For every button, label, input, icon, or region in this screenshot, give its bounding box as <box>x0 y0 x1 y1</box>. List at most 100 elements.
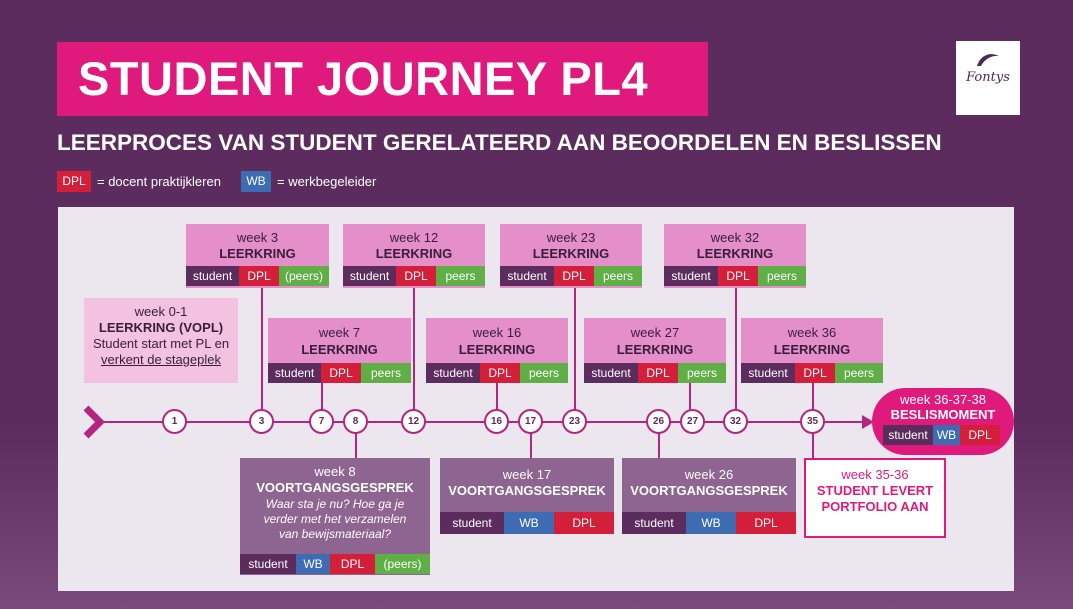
connector-week-3 <box>261 288 263 410</box>
beslismoment-title: BESLISMOMENT <box>890 407 996 422</box>
connector-week-27 <box>689 383 691 410</box>
role-peers: peers <box>678 363 726 383</box>
role-peers: (peers) <box>375 554 430 574</box>
leerkring-week: week 12 <box>389 230 439 245</box>
timeline-arrow-icon <box>862 415 874 429</box>
role-peers: peers <box>758 266 806 286</box>
role-student: student <box>664 266 718 286</box>
leerkring-week: week 16 <box>472 325 522 340</box>
leerkring-week: week 7 <box>318 325 361 340</box>
connector-week-23 <box>574 288 576 410</box>
portfolio-box <box>804 458 946 538</box>
leerkring-title: LEERKRING <box>301 342 378 357</box>
portfolio-week: week 35-36 <box>841 467 909 482</box>
timeline-marker: 3 <box>249 409 274 434</box>
voortgang-question-2: verder met het verzamelen <box>263 512 407 526</box>
timeline-marker: 23 <box>562 409 587 434</box>
role-dpl: DPL <box>736 512 796 534</box>
role-dpl: DPL <box>321 363 361 383</box>
connector-week-32 <box>735 288 737 410</box>
timeline-marker: 12 <box>401 409 426 434</box>
role-dpl: DPL <box>554 512 614 534</box>
role-dpl: DPL <box>330 554 375 574</box>
fontys-logo <box>956 41 1020 115</box>
voortgang-question-3: van bewijsmateriaal? <box>278 527 392 541</box>
role-dpl: DPL <box>480 363 520 383</box>
timeline-marker: 1 <box>162 409 187 434</box>
role-dpl: DPL <box>396 266 436 286</box>
voortgang-week: week 17 <box>502 467 552 482</box>
connector-week-17 <box>530 433 532 458</box>
timeline-marker: 17 <box>518 409 543 434</box>
timeline-marker: 7 <box>309 409 334 434</box>
leerkring-title: LEERKRING <box>458 342 536 357</box>
timeline-marker: 27 <box>680 409 705 434</box>
role-student: student <box>741 363 795 383</box>
leerkring-week: week 32 <box>710 230 760 245</box>
role-student: student <box>240 554 296 574</box>
role-student: student <box>584 363 638 383</box>
role-student: student <box>268 363 321 383</box>
connector-week-12 <box>413 288 415 410</box>
title-banner <box>57 42 708 116</box>
role-peers: (peers) <box>279 266 329 286</box>
logo-swirl-icon <box>977 54 999 66</box>
voortgang-title: VOORTGANGSGESPREK <box>448 483 606 498</box>
leerkring-week: week 3 <box>236 230 279 245</box>
timeline-marker: 16 <box>484 409 509 434</box>
role-peers: peers <box>520 363 568 383</box>
start-box <box>84 298 238 383</box>
legend-dpl-tag: DPL <box>57 171 91 192</box>
logo-text: Fontys <box>966 70 1010 85</box>
role-student: student <box>426 363 480 383</box>
connector-week-7 <box>321 383 323 410</box>
legend-wb-text: = werkbegeleider <box>277 174 377 189</box>
start-line2: verkent de stageplek <box>101 352 221 367</box>
role-student: student <box>883 425 933 445</box>
role-dpl: DPL <box>795 363 835 383</box>
role-dpl: DPL <box>960 425 1000 445</box>
voortgang-title: VOORTGANGSGESPREK <box>256 480 414 495</box>
leerkring-title: LEERKRING <box>532 246 610 261</box>
page-title: STUDENT JOURNEY PL4 <box>78 52 649 105</box>
start-week: week 0-1 <box>134 304 188 319</box>
leerkring-title: LEERKRING <box>375 246 453 261</box>
role-peers: peers <box>835 363 883 383</box>
portfolio-line1: STUDENT LEVERT <box>816 483 934 498</box>
role-dpl: DPL <box>239 266 279 286</box>
connector-week-26 <box>658 433 660 458</box>
leerkring-week: week 36 <box>787 325 837 340</box>
role-dpl: DPL <box>638 363 678 383</box>
portfolio-line2: PORTFOLIO AAN <box>821 499 929 514</box>
leerkring-title: LEERKRING <box>696 246 774 261</box>
role-peers: peers <box>594 266 642 286</box>
timeline-marker: 32 <box>723 409 748 434</box>
leerkring-title: LEERKRING <box>773 342 851 357</box>
timeline-marker: 26 <box>646 409 671 434</box>
connector-week-8 <box>355 433 357 458</box>
role-wb: WB <box>933 425 960 445</box>
leerkring-title: LEERKRING <box>219 246 296 261</box>
connector-week-36 <box>812 383 814 410</box>
role-peers: peers <box>436 266 485 286</box>
voortgang-title: VOORTGANGSGESPREK <box>630 483 788 498</box>
start-line1: Student start met PL en <box>92 336 230 351</box>
role-student: student <box>500 266 554 286</box>
role-student: student <box>622 512 686 534</box>
leerkring-title: LEERKRING <box>616 342 694 357</box>
page-subtitle: LEERPROCES VAN STUDENT GERELATEERD AAN B… <box>57 130 942 155</box>
legend-dpl-text: = docent praktijkleren <box>97 174 221 189</box>
connector-week-35 <box>812 433 814 458</box>
voortgang-question-1: Waar sta je nu? Hoe ga je <box>265 497 405 511</box>
role-wb: WB <box>296 554 330 574</box>
timeline-marker: 35 <box>800 409 825 434</box>
voortgang-week: week 8 <box>314 464 356 479</box>
leerkring-week: week 27 <box>630 325 680 340</box>
connector-week-16 <box>496 383 498 410</box>
leerkring-week: week 23 <box>546 230 596 245</box>
voortgang-week: week 26 <box>684 467 734 482</box>
role-dpl: DPL <box>554 266 594 286</box>
legend-wb-tag: WB <box>241 171 271 192</box>
role-student: student <box>186 266 239 286</box>
role-student: student <box>343 266 396 286</box>
